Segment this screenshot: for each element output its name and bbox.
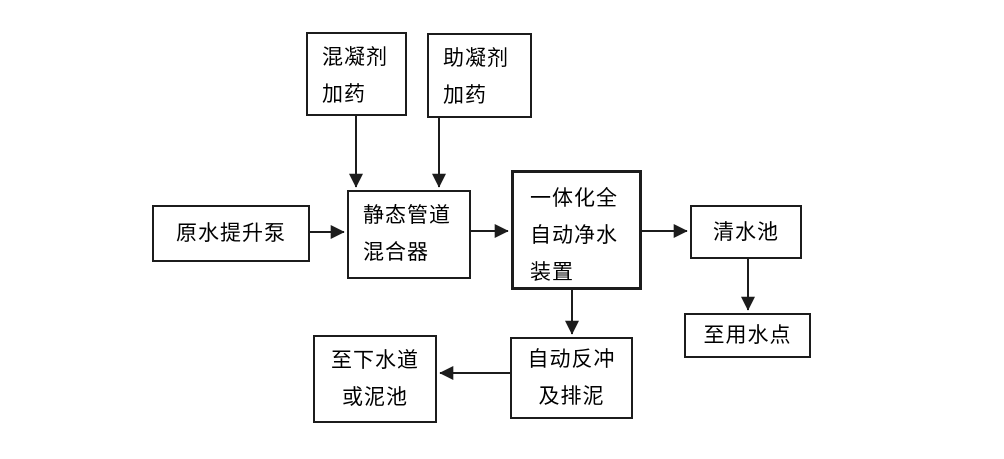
coagulant-aid-dosing-box: 助凝剂 加药 — [427, 33, 532, 118]
auto-backwash-sludge-box: 自动反冲 及排泥 — [510, 337, 633, 419]
raw-water-pump-box: 原水提升泵 — [152, 205, 310, 262]
static-pipe-mixer-box: 静态管道 混合器 — [347, 190, 471, 279]
to-water-use-point-box: 至用水点 — [684, 313, 811, 358]
integrated-auto-purifier-box: 一体化全 自动净水 装置 — [511, 170, 642, 290]
to-sewer-or-sludge-pool-box: 至下水道 或泥池 — [313, 335, 437, 423]
coagulant-dosing-box: 混凝剂 加药 — [306, 32, 407, 116]
clear-water-tank-box: 清水池 — [690, 205, 802, 259]
